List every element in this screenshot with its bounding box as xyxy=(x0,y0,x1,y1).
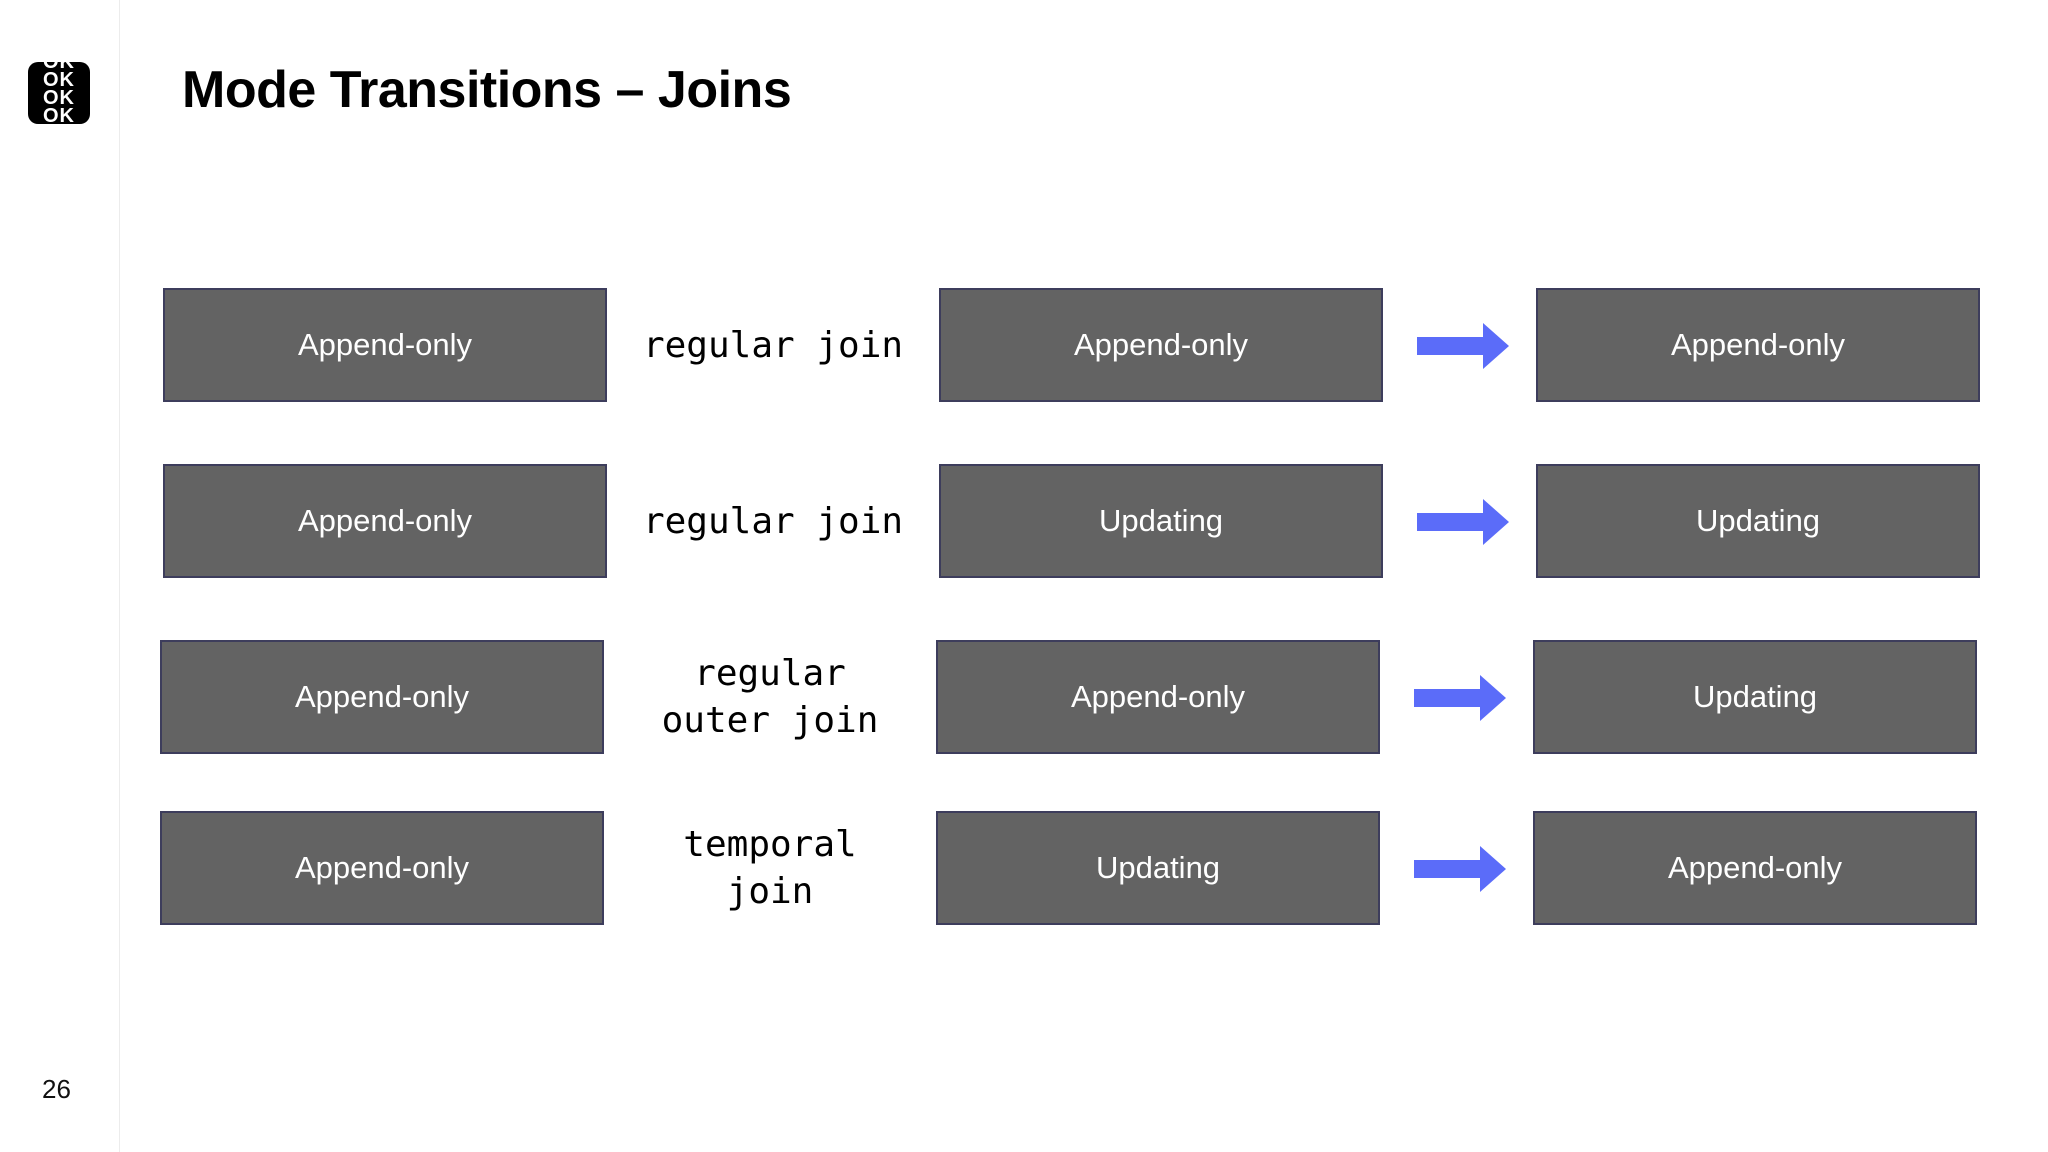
left-input-mode-box: Append-only xyxy=(163,288,607,402)
right-arrow-icon xyxy=(1414,846,1506,892)
join-row: Append-only temporal join Updating Appen… xyxy=(160,811,1980,927)
join-row: Append-only regular join Updating Updati… xyxy=(163,464,1983,580)
left-input-mode-box: Append-only xyxy=(163,464,607,578)
right-arrow-icon xyxy=(1417,499,1509,545)
right-input-mode-box: Append-only xyxy=(939,288,1383,402)
right-arrow-icon xyxy=(1417,323,1509,369)
output-mode-box: Append-only xyxy=(1536,288,1980,402)
left-input-mode-box: Append-only xyxy=(160,811,604,925)
logo-text-line: OK xyxy=(43,62,75,73)
join-row: Append-only regular outer join Append-on… xyxy=(160,640,1980,756)
logo-text-line: OK xyxy=(43,87,75,109)
join-operation-label: regular join xyxy=(642,324,904,366)
join-operation-label: regular outer join xyxy=(661,653,879,741)
output-mode-box: Append-only xyxy=(1533,811,1977,925)
right-arrow-icon xyxy=(1414,675,1506,721)
left-input-mode-box: Append-only xyxy=(160,640,604,754)
logo-text-line: OK xyxy=(43,105,75,124)
logo-text-line: OK xyxy=(43,69,75,91)
slide-title: Mode Transitions – Joins xyxy=(182,61,792,119)
join-operation-label: temporal join xyxy=(683,824,857,912)
right-input-mode-box: Updating xyxy=(939,464,1383,578)
output-mode-box: Updating xyxy=(1533,640,1977,754)
right-input-mode-box: Append-only xyxy=(936,640,1380,754)
page-number: 26 xyxy=(42,1074,71,1104)
brand-logo: OK OK OK OK xyxy=(28,62,90,124)
join-operation-label: regular join xyxy=(642,500,904,542)
right-input-mode-box: Updating xyxy=(936,811,1380,925)
slide-sidebar: OK OK OK OK 26 xyxy=(0,0,120,1152)
join-row: Append-only regular join Append-only App… xyxy=(163,288,1983,404)
output-mode-box: Updating xyxy=(1536,464,1980,578)
